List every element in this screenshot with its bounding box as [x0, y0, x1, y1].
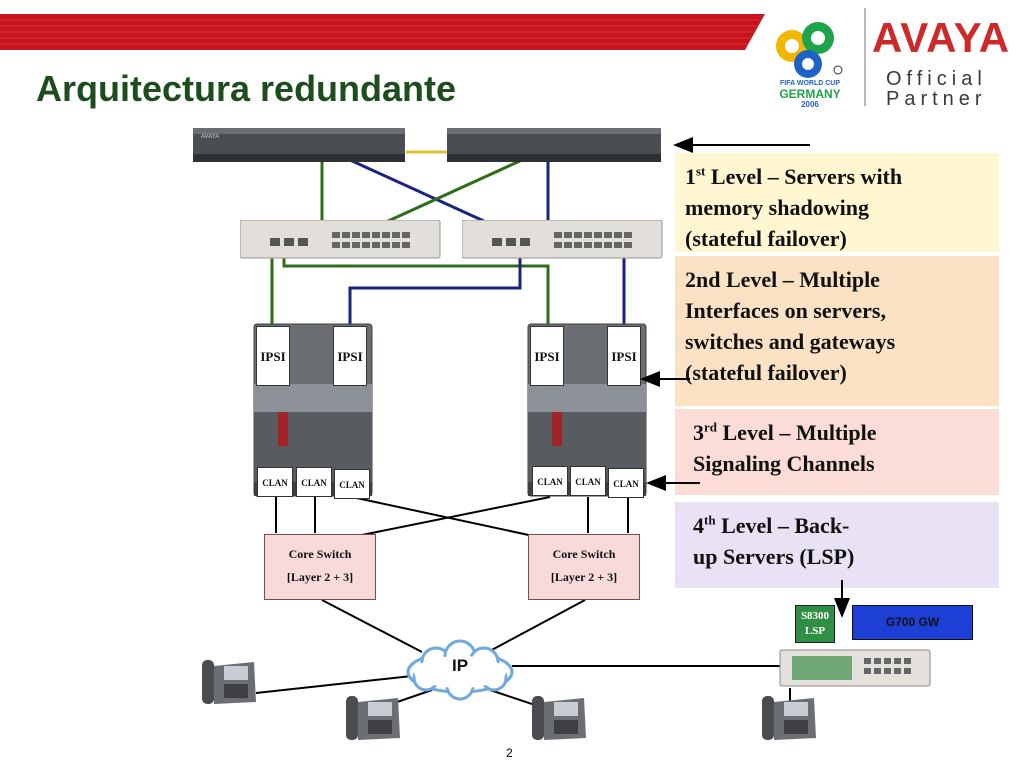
link-server1-switch2-blue: [349, 158, 487, 224]
core-switch-layer: [Layer 2 + 3]: [550, 570, 618, 584]
core-switch-2: Core Switch [Layer 2 + 3]: [528, 534, 640, 600]
level-4-line1: 4th Level – Back-: [693, 512, 850, 538]
level-2-line2: Interfaces on servers,: [685, 298, 886, 323]
ip-phone-2: [346, 696, 400, 740]
ip-phone-4: [762, 696, 816, 740]
server-1: AVAYA: [193, 128, 405, 162]
page-number: 2: [506, 746, 513, 760]
ethernet-switch-2: [462, 220, 663, 259]
ip-label: IP: [451, 656, 469, 675]
ip-cloud: [406, 639, 514, 701]
lsp-label: LSP: [804, 625, 826, 637]
ip-phone-3: [532, 696, 586, 740]
clan-card-1: CLAN: [257, 467, 293, 497]
clan-card-5: CLAN: [570, 466, 606, 496]
core-switch-label: Core Switch: [552, 547, 616, 561]
clan-card-2: CLAN: [296, 467, 332, 497]
partner-text: Partner: [886, 88, 987, 110]
page-title: Arquitectura redundante: [36, 68, 457, 109]
core-switch-label: Core Switch: [288, 547, 352, 561]
server-brand-label: AVAYA: [201, 134, 219, 140]
ethernet-switch-1: [240, 220, 441, 259]
s8300-lsp-badge: S8300 LSP: [795, 605, 835, 643]
fifa-line1: FIFA WORLD CUP: [779, 80, 840, 87]
level-1-line3: (stateful failover): [685, 226, 847, 251]
g700-gw-badge: G700 GW: [852, 605, 973, 640]
level-3-line2: Signaling Channels: [693, 451, 875, 476]
link-server2-switch1-green: [385, 158, 523, 224]
red-banner: [0, 14, 765, 50]
avaya-logo: AVAYA: [872, 14, 1011, 61]
official-text: Official: [886, 68, 987, 90]
s8300-label: S8300: [800, 610, 830, 622]
ip-phone-1: [202, 660, 256, 704]
logo-divider: [864, 8, 866, 106]
link-switch1-ipsi-c-green: [282, 258, 550, 328]
fifa-line2: GERMANY: [779, 87, 841, 101]
level-2-line1: 2nd Level – Multiple: [685, 267, 880, 292]
ipsi-card-3: IPSI: [530, 326, 564, 386]
level-2-line4: (stateful failover): [685, 360, 847, 385]
level-4-box: 4th Level – Back- up Servers (LSP): [675, 502, 999, 588]
ipsi-card-4: IPSI: [607, 326, 641, 386]
ipsi-card-1: IPSI: [256, 326, 290, 386]
fifa-year: 2006: [801, 100, 819, 109]
level-4-line2: up Servers (LSP): [693, 544, 855, 569]
link-switch2-ipsi-b-blue: [348, 258, 522, 328]
level-1-box: 1st Level – Servers with memory shadowin…: [675, 153, 999, 252]
server-2: [447, 128, 661, 162]
level-2-line3: switches and gateways: [685, 329, 896, 354]
g700-gateway-device: [779, 649, 931, 687]
level-1-line2: memory shadowing: [685, 195, 869, 220]
core-switch-1: Core Switch [Layer 2 + 3]: [264, 534, 376, 600]
level-2-box: 2nd Level – Multiple Interfaces on serve…: [675, 256, 999, 406]
clan-card-4: CLAN: [532, 466, 568, 496]
core-switch-layer: [Layer 2 + 3]: [286, 570, 354, 584]
level-3-line1: 3rd Level – Multiple: [693, 419, 877, 445]
level-3-box: 3rd Level – Multiple Signaling Channels: [675, 409, 999, 495]
clan-card-3: CLAN: [334, 469, 370, 499]
fifa-world-cup-logo: FIFA WORLD CUP GERMANY 2006: [762, 6, 858, 110]
level-1-line1: 1st Level – Servers with: [685, 163, 903, 189]
ipsi-card-2: IPSI: [333, 326, 367, 386]
clan-card-6: CLAN: [608, 468, 644, 498]
